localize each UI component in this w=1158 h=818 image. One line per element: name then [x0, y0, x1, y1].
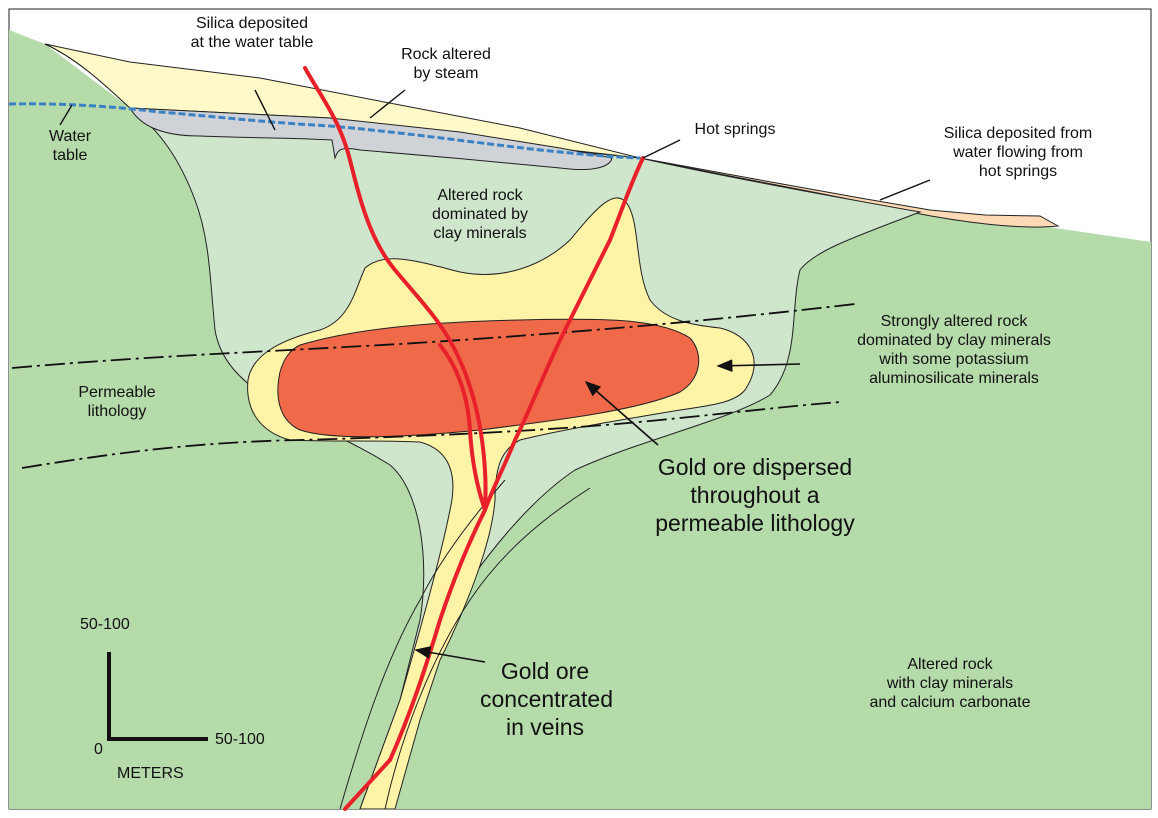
scale-origin-label: 0 — [94, 740, 103, 759]
label-gold-veins: Gold ore concentrated in veins — [480, 657, 610, 741]
label-silica-hot-springs: Silica deposited from water flowing from… — [918, 124, 1118, 181]
label-permeable-lithology: Permeable lithology — [62, 383, 172, 421]
label-gold-dispersed: Gold ore dispersed throughout a permeabl… — [640, 453, 870, 537]
label-water-table: Water table — [30, 127, 110, 165]
label-silica-water-table: Silica deposited at the water table — [152, 14, 352, 52]
label-altered-calcium: Altered rock with clay minerals and calc… — [850, 655, 1050, 712]
scale-horizontal-label: 50-100 — [215, 730, 265, 749]
scale-unit-label: METERS — [117, 764, 184, 783]
label-hot-springs: Hot springs — [680, 120, 790, 139]
label-rock-steam: Rock altered by steam — [386, 45, 506, 83]
scale-vertical-label: 50-100 — [80, 615, 130, 634]
label-altered-clay: Altered rock dominated by clay minerals — [405, 186, 555, 243]
label-strongly-altered: Strongly altered rock dominated by clay … — [834, 312, 1074, 388]
